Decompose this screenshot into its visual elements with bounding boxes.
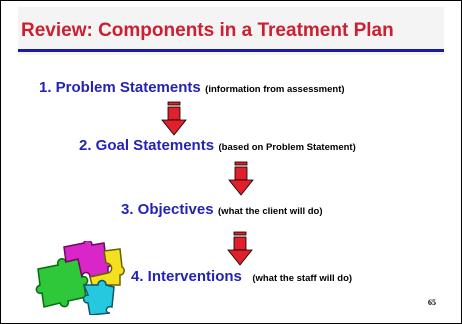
- step-goal-statements: 2. Goal Statements (based on Problem Sta…: [79, 137, 356, 155]
- down-arrow-icon: [228, 161, 254, 196]
- slide-title: Review: Components in a Treatment Plan: [21, 20, 394, 41]
- step-interventions: 4. Interventions (what the staff will do…: [131, 268, 352, 286]
- step-problem-statements: 1. Problem Statements (information from …: [39, 79, 345, 97]
- title-underline: [18, 49, 444, 52]
- title-band: [18, 7, 444, 55]
- step-note: (what the client will do): [218, 206, 323, 217]
- step-label: 3. Objectives: [121, 201, 214, 218]
- step-label: 2. Goal Statements: [79, 137, 215, 154]
- down-arrow-icon: [227, 231, 253, 266]
- step-label: 1. Problem Statements: [39, 79, 201, 96]
- puzzle-pieces-icon: [35, 241, 125, 315]
- step-objectives: 3. Objectives (what the client will do): [121, 201, 323, 219]
- step-note: (what the staff will do): [252, 273, 353, 284]
- step-label: 4. Interventions: [131, 268, 242, 285]
- page-number: 65: [428, 298, 436, 307]
- down-arrow-icon: [161, 101, 187, 136]
- step-note: (information from assessment): [205, 84, 345, 95]
- step-note: (based on Problem Statement): [218, 142, 356, 153]
